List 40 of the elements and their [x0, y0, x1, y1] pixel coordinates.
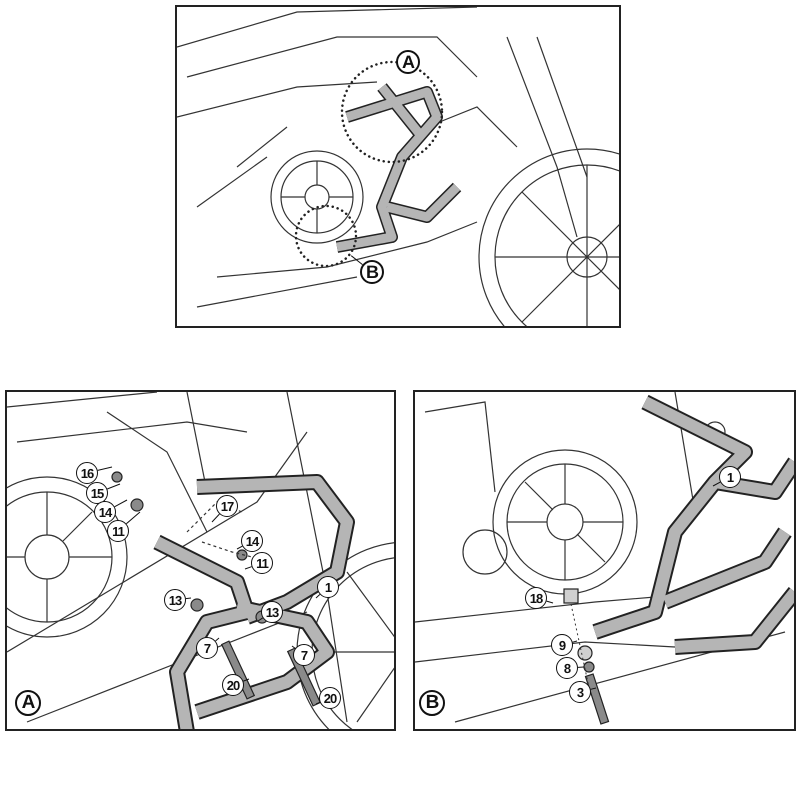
leader-line — [350, 255, 363, 266]
callout-number: 20 — [319, 687, 341, 709]
leader-line — [578, 666, 584, 668]
callout-number: 17 — [216, 495, 238, 517]
leader-line — [236, 546, 243, 550]
callout-number: 18 — [525, 587, 547, 609]
callout-number: 9 — [551, 634, 573, 656]
leader-line — [212, 514, 220, 522]
callout-number: 11 — [107, 520, 129, 542]
callout-number: 11 — [251, 552, 273, 574]
leader-line — [215, 638, 220, 642]
leader-line — [97, 466, 112, 471]
leader-line — [546, 600, 554, 604]
callout-number: 15 — [86, 482, 108, 504]
callout-number: 13 — [164, 589, 186, 611]
leader-line — [106, 484, 120, 490]
callout-number: 20 — [222, 674, 244, 696]
view-letter: B — [419, 690, 445, 716]
leader-line — [316, 594, 320, 598]
leader-line — [258, 617, 264, 622]
callout-number: 8 — [556, 657, 578, 679]
callout-number: 3 — [569, 681, 591, 703]
leader-line — [244, 566, 252, 570]
view-letter: A — [396, 50, 420, 74]
leader-line — [316, 702, 320, 704]
leader-line — [185, 598, 192, 600]
leader-line — [292, 646, 296, 649]
callout-number: 14 — [241, 530, 263, 552]
leader-line — [712, 482, 721, 486]
leader-line — [242, 678, 250, 682]
callout-number: 14 — [94, 501, 116, 523]
callout-number: 7 — [196, 637, 218, 659]
detail-circle — [294, 204, 358, 268]
leader-line — [572, 640, 578, 643]
leader-line — [590, 688, 596, 690]
leader-line — [114, 500, 128, 508]
callout-number: 16 — [76, 462, 98, 484]
view-letter: B — [360, 260, 384, 284]
leader-line — [126, 512, 140, 524]
view-letter: A — [15, 690, 41, 716]
